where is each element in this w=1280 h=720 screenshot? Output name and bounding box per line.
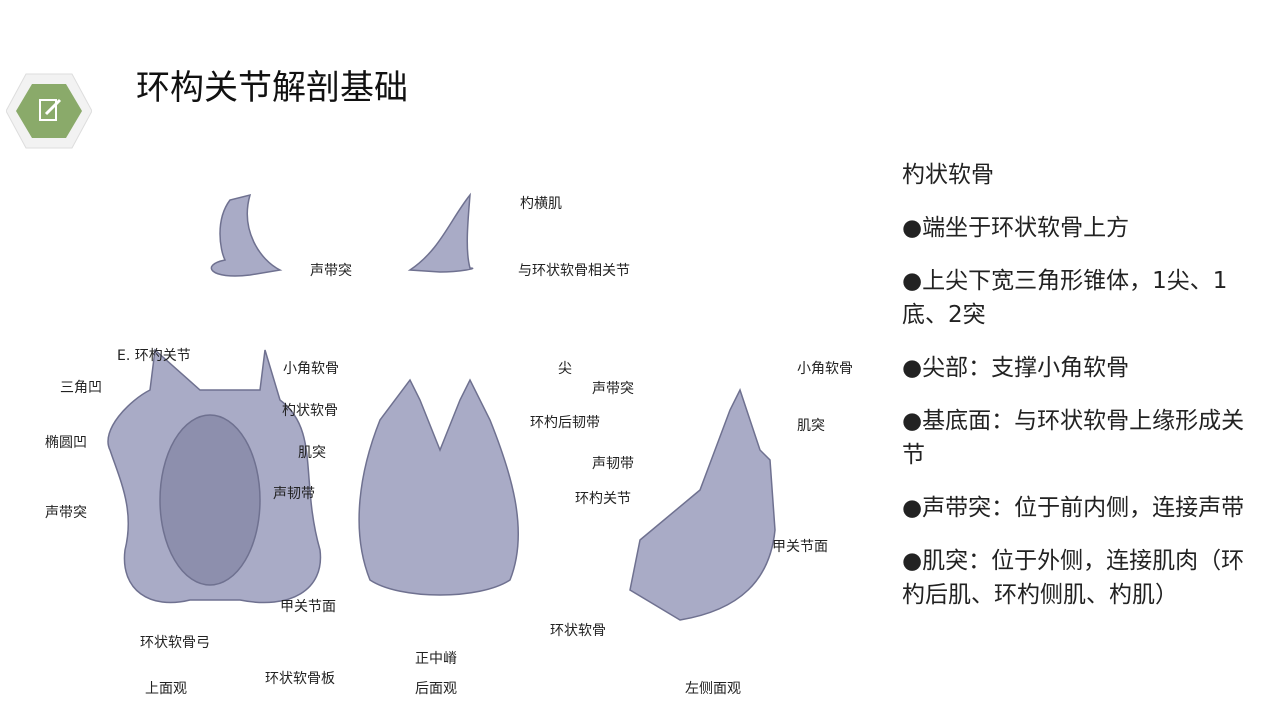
label: 肌突 xyxy=(797,418,825,434)
edit-note-icon xyxy=(39,99,57,121)
label-articulation: 与环状软骨相关节 xyxy=(518,263,630,279)
note-item: ●上尖下宽三角形锥体，1尖、1底、2突 xyxy=(902,268,1228,328)
label: 肌突 xyxy=(298,445,326,461)
label: 声韧带 xyxy=(273,486,315,502)
label: 杓状软骨 xyxy=(282,403,338,419)
notes-heading: 杓状软骨 xyxy=(902,162,994,188)
label: 尖 xyxy=(558,361,572,377)
label: 环状软骨弓 xyxy=(140,635,210,651)
logo-hexagon xyxy=(6,73,92,149)
cartilage-illustrations xyxy=(107,192,776,621)
note-item: ●尖部：支撑小角软骨 xyxy=(902,355,1130,381)
label: 环状软骨板 xyxy=(265,671,335,687)
notes-panel: 杓状软骨 ●端坐于环状软骨上方 ●上尖下宽三角形锥体，1尖、1底、2突 ●尖部：… xyxy=(902,158,1252,631)
label-transverse: 杓横肌 xyxy=(520,196,562,212)
label: 环杓关节 xyxy=(575,491,631,507)
label: 小角软骨 xyxy=(283,361,339,377)
label: 小角软骨 xyxy=(797,361,853,377)
view-label: 后面观 xyxy=(415,681,457,697)
note-item: ●基底面：与环状软骨上缘形成关节 xyxy=(902,408,1245,468)
label: 椭圆凹 xyxy=(45,435,87,451)
label: 声带突 xyxy=(592,381,634,397)
label: 声韧带 xyxy=(592,456,634,472)
section-title: E. 环杓关节 xyxy=(117,348,191,364)
label: 环杓后韧带 xyxy=(530,415,600,431)
label: 三角凹 xyxy=(60,380,102,396)
label: 甲关节面 xyxy=(280,599,336,615)
label: 声带突 xyxy=(45,505,87,521)
label: 环状软骨 xyxy=(550,623,606,639)
label: 甲关节面 xyxy=(772,539,828,555)
view-label: 上面观 xyxy=(145,681,187,697)
note-item: ●肌突：位于外侧，连接肌肉（环杓后肌、环杓侧肌、杓肌） xyxy=(902,548,1245,608)
note-item: ●声带突：位于前内侧，连接声带 xyxy=(902,495,1245,521)
note-item: ●端坐于环状软骨上方 xyxy=(902,215,1130,241)
label: 正中嵴 xyxy=(415,651,457,667)
label-vocal-process-top: 声带突 xyxy=(310,263,352,279)
view-label: 左侧面观 xyxy=(685,681,741,697)
anatomy-figure: 声带突 杓横肌 与环状软骨相关节 E. 环杓关节 三角凹 椭圆凹 声带突 小角软… xyxy=(40,150,865,720)
page-title: 环构关节解剖基础 xyxy=(136,68,408,108)
